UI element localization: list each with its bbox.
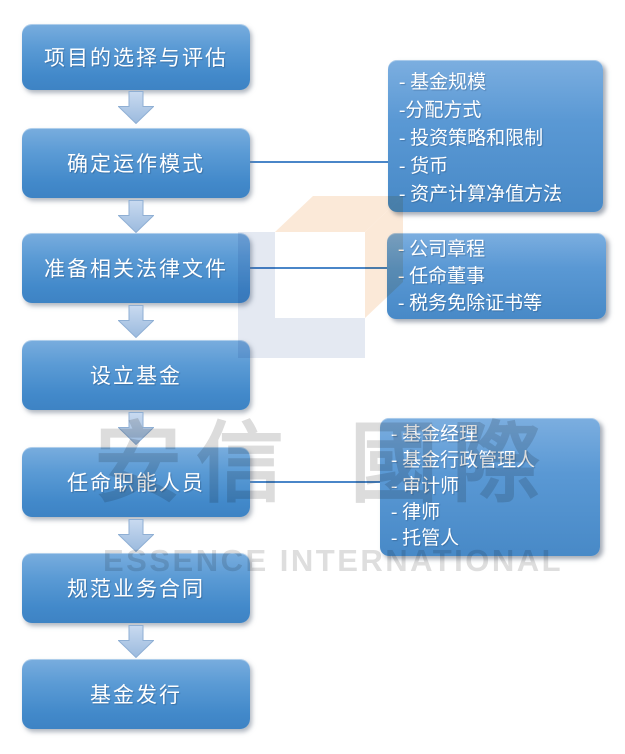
flow-step-label: 确定运作模式 (67, 152, 205, 176)
connector-line (250, 481, 380, 483)
annotation-line: -分配方式 (399, 100, 482, 121)
flow-step-label: 项目的选择与评估 (44, 46, 228, 70)
annotation-line: - 资产计算净值方法 (399, 184, 563, 205)
flow-step-legal-documents: 准备相关法律文件 (22, 233, 250, 303)
down-arrow-icon (118, 412, 154, 445)
annotation-box-personnel: - 基金经理 - 基金行政管理人 - 审计师 - 律师 - 托管人 (380, 418, 600, 556)
flow-step-business-contracts: 规范业务合同 (22, 553, 250, 623)
essence-cube-logo-icon (238, 196, 403, 358)
annotation-line: - 基金规模 (399, 72, 487, 93)
annotation-line: - 税务免除证书等 (398, 293, 543, 314)
annotation-line: - 任命董事 (398, 266, 486, 287)
annotation-line: - 基金经理 (391, 424, 479, 445)
flow-step-fund-issue: 基金发行 (22, 659, 250, 729)
flow-step-operation-mode: 确定运作模式 (22, 128, 250, 198)
flow-step-appoint-personnel: 任命职能人员 (22, 447, 250, 517)
flow-step-project-selection: 项目的选择与评估 (22, 24, 250, 90)
flow-step-label: 准备相关法律文件 (44, 257, 228, 281)
annotation-line: - 基金行政管理人 (391, 450, 536, 471)
down-arrow-icon (118, 519, 154, 552)
connector-line (250, 161, 388, 163)
flow-step-label: 基金发行 (90, 683, 182, 707)
flow-step-label: 任命职能人员 (67, 471, 205, 495)
connector-line (250, 267, 387, 269)
annotation-box-legal-documents: - 公司章程 - 任命董事 - 税务免除证书等 (387, 233, 606, 319)
annotation-line: - 律师 (391, 502, 441, 523)
annotation-line: - 审计师 (391, 476, 460, 497)
down-arrow-icon (118, 305, 154, 338)
annotation-box-operation-mode: - 基金规模 -分配方式 - 投资策略和限制 - 货币 - 资产计算净值方法 (388, 60, 603, 212)
flow-step-label: 设立基金 (90, 364, 182, 388)
down-arrow-icon (118, 200, 154, 233)
annotation-line: - 投资策略和限制 (399, 128, 544, 149)
annotation-line: - 货币 (399, 156, 449, 177)
annotation-line: - 公司章程 (398, 239, 486, 260)
annotation-line: - 托管人 (391, 528, 460, 549)
down-arrow-icon (118, 91, 154, 124)
down-arrow-icon (118, 625, 154, 658)
flow-step-label: 规范业务合同 (67, 577, 205, 601)
flow-step-fund-setup: 设立基金 (22, 340, 250, 410)
